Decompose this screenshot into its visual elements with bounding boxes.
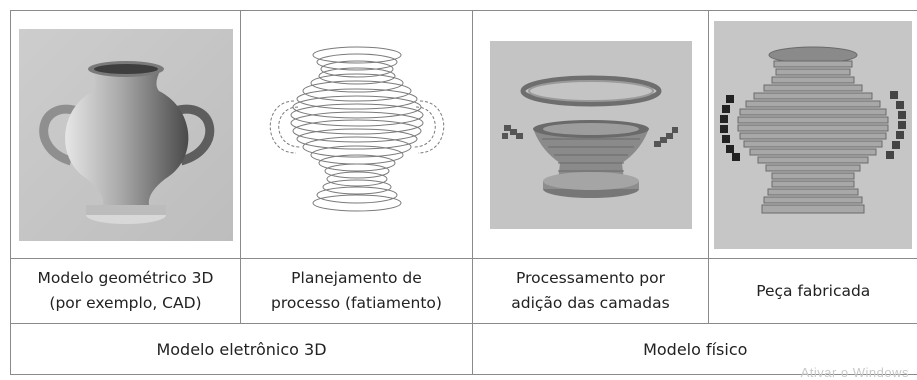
group-electronic-model: Modelo eletrônico 3D — [11, 324, 473, 375]
caption-slicing-line2: processo (fatiamento) — [271, 291, 442, 316]
caption-cad-line1: Modelo geométrico 3D — [38, 266, 214, 291]
caption-fabricated-line1: Peça fabricada — [756, 279, 870, 304]
cad-model-cell — [11, 11, 241, 259]
sliced-vase-image — [252, 35, 462, 235]
caption-slicing: Planejamento de processo (fatiamento) — [241, 259, 473, 324]
windows-activation-watermark: Ativar o Windows — [801, 365, 909, 380]
fabricated-cell — [709, 11, 917, 259]
fabricated-vase-image — [714, 21, 912, 249]
caption-layering-line2: adição das camadas — [511, 291, 669, 316]
caption-layering-line1: Processamento por — [516, 266, 665, 291]
cad-vase-image — [19, 29, 233, 241]
process-table: Modelo geométrico 3D (por exemplo, CAD) … — [10, 10, 917, 375]
caption-cad-line2: (por exemplo, CAD) — [49, 291, 201, 316]
slicing-cell — [241, 11, 473, 259]
caption-slicing-line1: Planejamento de — [291, 266, 422, 291]
caption-fabricated: Peça fabricada — [709, 259, 917, 324]
group-physical-label: Modelo físico — [643, 340, 747, 359]
layering-image — [490, 41, 692, 229]
layering-cell — [473, 11, 709, 259]
caption-layering: Processamento por adição das camadas — [473, 259, 709, 324]
caption-cad: Modelo geométrico 3D (por exemplo, CAD) — [11, 259, 241, 324]
group-electronic-label: Modelo eletrônico 3D — [156, 340, 326, 359]
